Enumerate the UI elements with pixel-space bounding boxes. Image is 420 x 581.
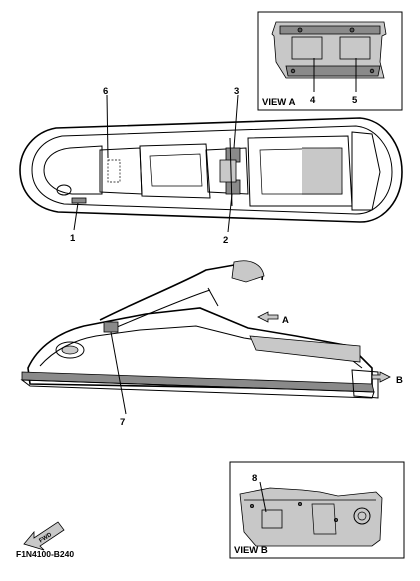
nose-deck — [43, 145, 103, 195]
callout-4: 4 — [310, 95, 316, 106]
hull-outline-top — [19, 117, 403, 223]
view-a-bolt-left — [297, 27, 303, 33]
leader-7 — [110, 331, 127, 415]
leader-2 — [227, 193, 233, 233]
callout-3: 3 — [234, 86, 239, 97]
callout-1: 1 — [70, 233, 76, 244]
view-b-inset: 8 VIEW B — [229, 461, 405, 559]
view-b-screw-1 — [249, 503, 254, 508]
view-b-title: VIEW B — [234, 545, 268, 556]
view-a-screw-left — [290, 68, 296, 74]
leader-6 — [106, 94, 109, 159]
view-b-frame — [229, 461, 405, 559]
view-a-bolt-right — [349, 27, 355, 33]
callout-2: 2 — [223, 235, 228, 246]
callout-6: 6 — [103, 86, 108, 97]
front-tray-inner — [149, 153, 203, 187]
leader-8 — [259, 481, 267, 513]
stern-platform — [351, 131, 381, 211]
view-a-frame — [257, 11, 403, 111]
decal-6 — [107, 159, 121, 183]
bow-pod — [55, 341, 85, 359]
arrow-a — [257, 311, 279, 323]
top-view: 6 3 1 2 — [19, 86, 403, 246]
drawing-code: F1N4100-B240 — [16, 549, 74, 559]
view-a-title: VIEW A — [262, 97, 296, 108]
view-a-bottom-step — [285, 65, 381, 77]
bow-cap — [56, 184, 72, 196]
label-arrow-b: B — [396, 375, 403, 386]
handle-pole-bottom — [109, 289, 211, 331]
view-a-recess-right — [339, 36, 371, 60]
decal-7 — [103, 321, 119, 333]
steering-column — [219, 159, 237, 183]
side-view: A B 7 — [20, 260, 403, 428]
callout-8: 8 — [252, 473, 257, 484]
view-a-panel — [271, 21, 387, 79]
view-b-port-inner — [357, 511, 367, 521]
view-a-top-strip — [279, 25, 381, 35]
arrow-b — [371, 371, 391, 383]
decal-8 — [261, 509, 283, 529]
leader-1 — [73, 202, 79, 231]
view-a-screw-right — [369, 68, 375, 74]
view-a-recess-left — [291, 36, 323, 60]
front-tray — [139, 143, 211, 199]
gunwale-line — [31, 125, 393, 215]
callout-7: 7 — [120, 417, 125, 428]
fwd-arrow: FWD — [23, 521, 65, 551]
decal-1 — [71, 197, 87, 204]
view-b-bulkhead — [239, 487, 383, 547]
fwd-arrow-shape — [23, 521, 65, 551]
stern-side — [351, 369, 379, 399]
callout-5: 5 — [352, 95, 358, 106]
pole-hinge — [207, 287, 219, 307]
rear-deck-side — [249, 335, 361, 363]
bow-pod-inner — [61, 345, 79, 355]
view-b-port — [353, 507, 371, 525]
hood — [99, 147, 143, 195]
view-b-recess — [311, 503, 337, 535]
handlebar-head — [231, 260, 265, 283]
hull-outline-side — [27, 307, 373, 391]
label-arrow-a: A — [282, 315, 289, 326]
leader-3 — [233, 94, 239, 149]
view-b-screw-2 — [297, 501, 302, 506]
view-a-inset: VIEW A 4 5 — [257, 11, 403, 111]
rear-mat — [302, 147, 343, 195]
